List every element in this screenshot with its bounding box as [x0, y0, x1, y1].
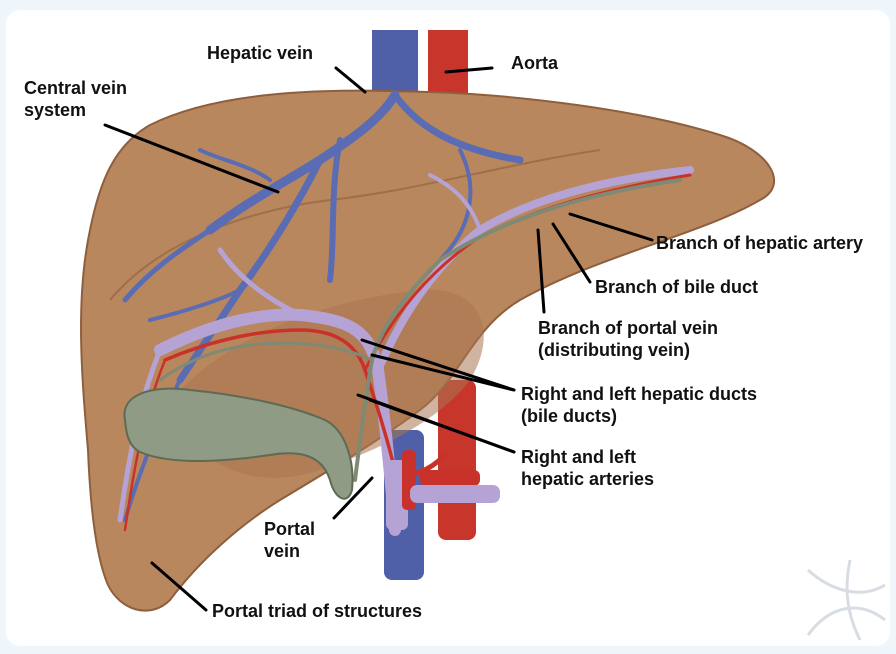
label-hepatic-vein: Hepatic vein [207, 42, 313, 64]
leader-hepatic-vein [336, 68, 365, 92]
portal-triad-text: Portal triad of structures [212, 600, 422, 622]
hepatic-arteries-text-1: Right and left [521, 446, 654, 468]
label-portal-vein: Portal vein [264, 518, 315, 562]
central-vein-text-2: system [24, 99, 127, 121]
label-branch-bile-duct: Branch of bile duct [595, 276, 758, 298]
label-branch-portal-vein: Branch of portal vein (distributing vein… [538, 317, 718, 361]
hepatic-vein-text: Hepatic vein [207, 42, 313, 64]
label-branch-hepatic-artery: Branch of hepatic artery [656, 232, 863, 254]
branch-portal-vein-text-2: (distributing vein) [538, 339, 718, 361]
central-vein-text-1: Central vein [24, 77, 127, 99]
label-aorta: Aorta [511, 52, 558, 74]
branch-hepatic-artery-text: Branch of hepatic artery [656, 232, 863, 254]
portal-vein-text-1: Portal [264, 518, 315, 540]
hepatic-ducts-text-1: Right and left hepatic ducts [521, 383, 757, 405]
portal-vein-text-2: vein [264, 540, 315, 562]
hepatic-ducts-text-2: (bile ducts) [521, 405, 757, 427]
liver-illustration [6, 10, 890, 646]
branch-bile-duct-text: Branch of bile duct [595, 276, 758, 298]
label-central-vein-system: Central vein system [24, 77, 127, 121]
hepatic-arteries-text-2: hepatic arteries [521, 468, 654, 490]
aorta-text: Aorta [511, 52, 558, 74]
diagram-card: Hepatic vein Aorta Central vein system B… [6, 10, 890, 646]
label-hepatic-ducts: Right and left hepatic ducts (bile ducts… [521, 383, 757, 427]
label-portal-triad: Portal triad of structures [212, 600, 422, 622]
label-hepatic-arteries: Right and left hepatic arteries [521, 446, 654, 490]
branch-portal-vein-text-1: Branch of portal vein [538, 317, 718, 339]
logo-watermark-icon [808, 560, 885, 640]
